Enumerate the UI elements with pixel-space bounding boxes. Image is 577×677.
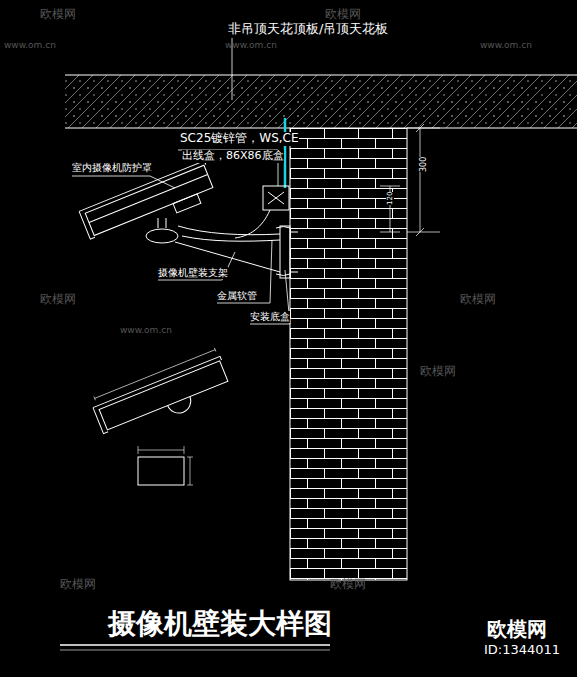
conduit-label: SC25镀锌管，WS,CE xyxy=(180,132,299,146)
housing-label: 室内摄像机防护罩 xyxy=(72,162,152,174)
watermark: 欧模网 xyxy=(40,8,76,22)
base-label: 安装底盒 xyxy=(250,311,290,323)
ceiling-slab xyxy=(65,75,577,128)
bracket xyxy=(146,218,280,272)
flex-hose xyxy=(235,210,270,238)
brick-wall xyxy=(290,128,407,580)
conduit xyxy=(285,118,286,188)
ceiling-label: 非吊顶天花顶板/吊顶天花板 xyxy=(228,22,388,37)
drawing-title: 摄像机壁装大样图 xyxy=(108,608,332,640)
camera-side-view xyxy=(89,347,234,443)
watermark: 欧模网 xyxy=(460,293,496,307)
bracket-label: 摄像机壁装支架 xyxy=(158,267,228,279)
watermark: 欧模网 xyxy=(60,578,96,592)
hose-label: 金属软管 xyxy=(217,290,257,302)
dimension: 300 xyxy=(419,157,428,172)
watermark: www.om.cn xyxy=(480,40,532,50)
watermark: 欧模网 xyxy=(420,365,456,379)
camera-housing xyxy=(79,161,218,247)
dimension-lines xyxy=(380,124,440,236)
watermark: www.om.cn xyxy=(4,40,56,50)
watermark: www.om.cn xyxy=(120,325,172,335)
watermark: 欧模网 xyxy=(325,8,361,22)
watermark: www.om.cn xyxy=(225,40,277,50)
box-label: 出线盒，86X86底盒 xyxy=(182,150,284,163)
watermark: 欧模网 xyxy=(330,578,366,592)
title-underline xyxy=(60,645,330,650)
leader-lines xyxy=(72,38,290,324)
dimension: 120 xyxy=(386,192,394,205)
watermark: 欧模网 xyxy=(40,293,76,307)
outlet-box xyxy=(263,186,289,210)
brand-mark: 欧模网 xyxy=(487,618,547,641)
id-mark: ID:1344011 xyxy=(484,643,560,658)
camera-front-view xyxy=(138,446,193,485)
